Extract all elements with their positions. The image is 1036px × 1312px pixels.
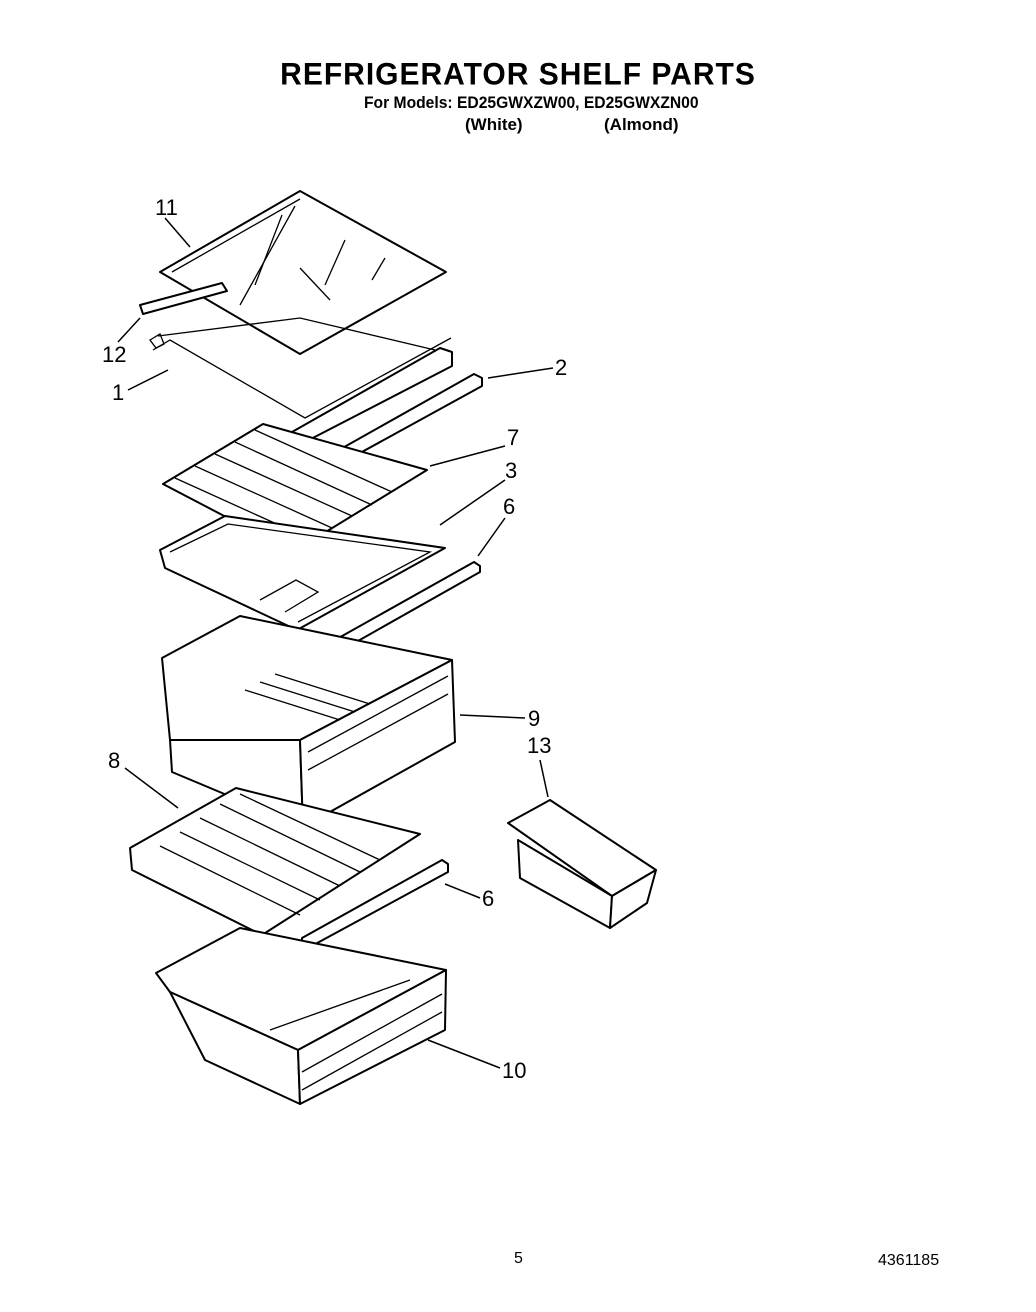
callout-7: 7: [507, 425, 519, 450]
callout-6-lower: 6: [482, 886, 494, 911]
rail-part-12: [139, 282, 228, 315]
crisper-drawer-part-9: [161, 615, 456, 828]
callout-11: 11: [155, 195, 178, 220]
leader-lines: [117, 217, 554, 1069]
callout-9: 9: [528, 706, 540, 731]
crisper-cover-frame-part-3: [159, 515, 446, 631]
callout-13: 13: [527, 733, 551, 758]
callout-3: 3: [505, 458, 517, 483]
page-number: 5: [514, 1250, 523, 1267]
door-bin-part-13: [507, 799, 657, 929]
meat-pan-part-10: [155, 927, 447, 1105]
callout-10: 10: [502, 1058, 526, 1083]
models-line: For Models: ED25GWXZW00, ED25GWXZN00: [364, 93, 699, 112]
callout-1: 1: [112, 380, 124, 405]
color-white-label: (White): [465, 115, 523, 134]
callout-8: 8: [108, 748, 120, 773]
header: REFRIGERATOR SHELF PARTS For Models: ED2…: [0, 0, 1036, 150]
shelf-grid-part-8: [129, 787, 421, 936]
callout-6-upper: 6: [503, 494, 515, 519]
callout-12: 12: [102, 342, 126, 367]
color-almond-label: (Almond): [604, 115, 679, 134]
page-title: REFRIGERATOR SHELF PARTS: [280, 57, 756, 92]
document-number: 4361185: [878, 1252, 940, 1269]
glass-shelf-part-11: [159, 190, 447, 355]
callout-2: 2: [555, 355, 567, 380]
